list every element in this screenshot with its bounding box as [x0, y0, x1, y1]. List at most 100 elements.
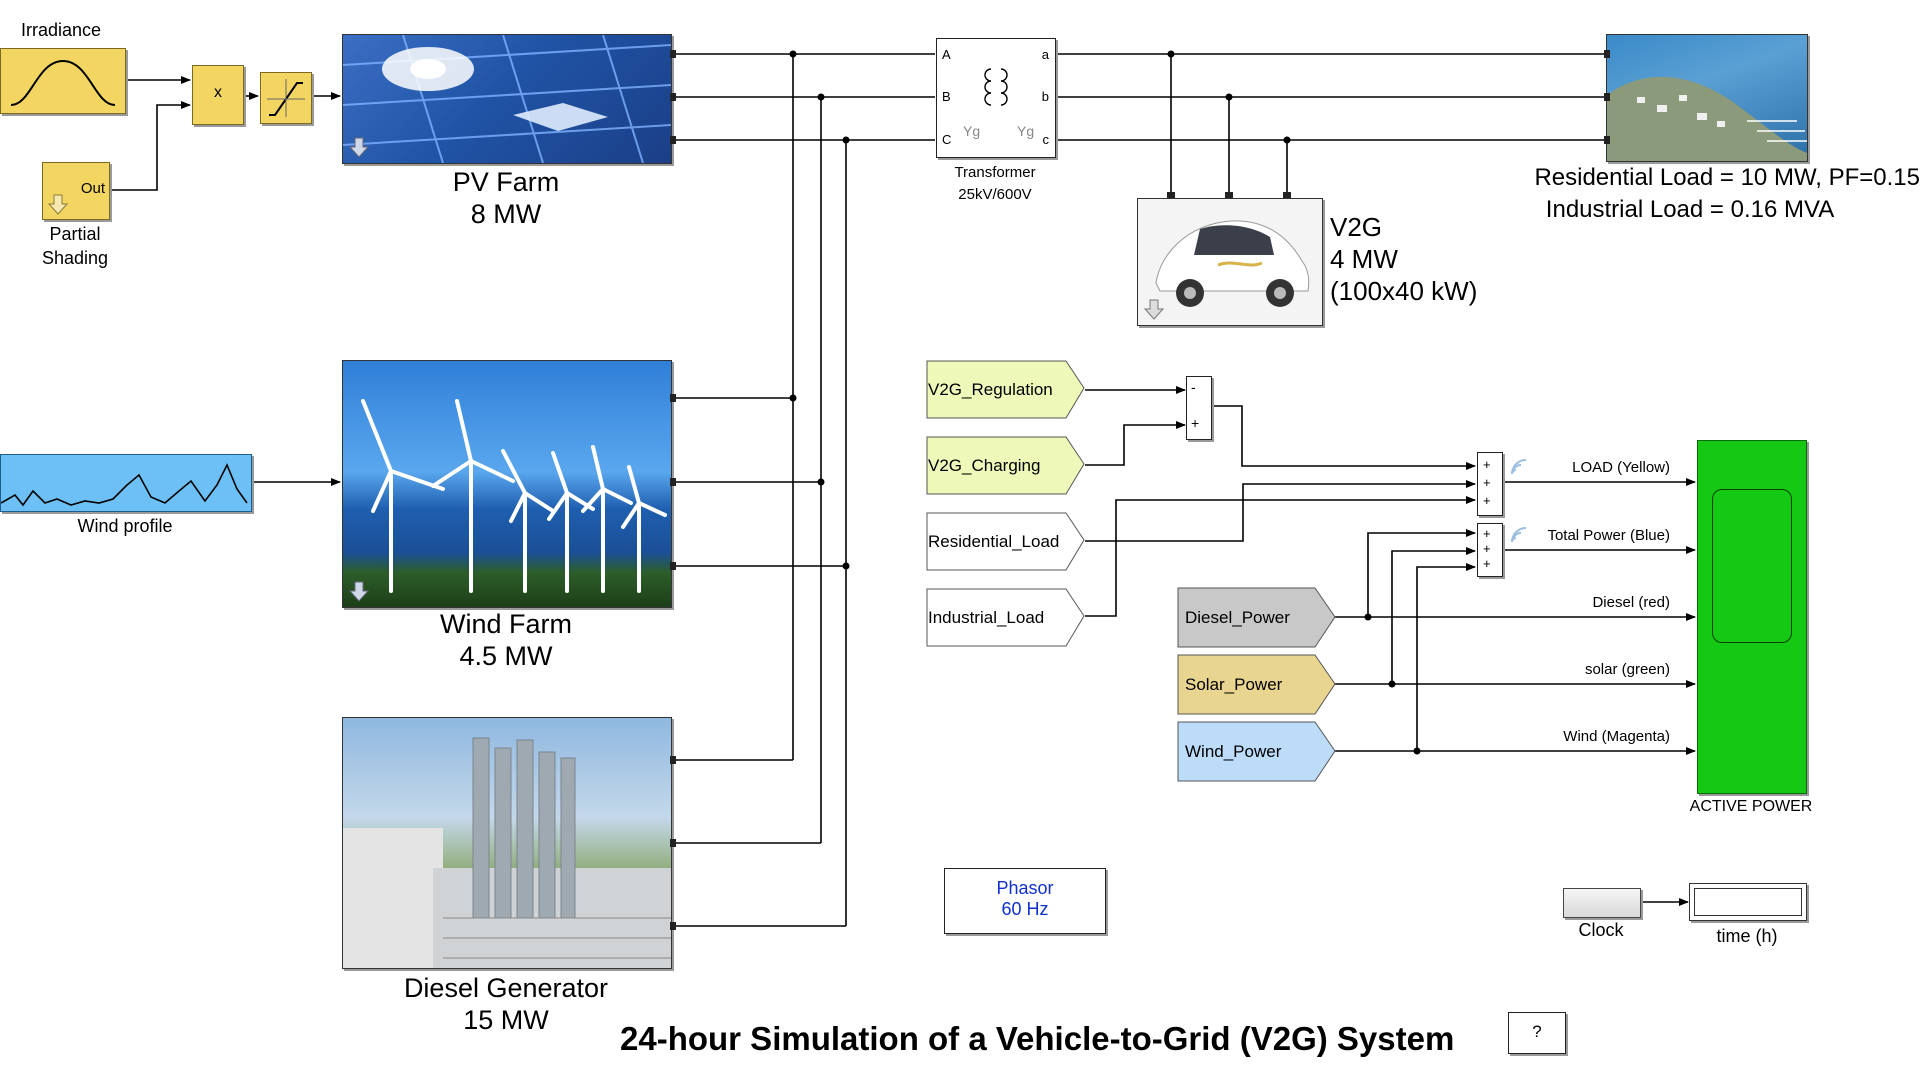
diesel-port-bar — [670, 922, 676, 930]
tag-diesel-power-shape — [1177, 587, 1336, 648]
tag-diesel-power[interactable]: Diesel_Power — [1177, 589, 1337, 649]
wind-farm-rating: 4.5 MW — [459, 641, 553, 671]
pv-port-bar — [670, 93, 676, 101]
transformer-port-B: B — [942, 89, 951, 104]
junction — [842, 136, 850, 144]
transformer-label: Transformer — [954, 164, 1036, 181]
sig-charging — [1085, 421, 1186, 466]
tag-v2g-regulation[interactable]: V2G_Regulation — [926, 362, 1086, 418]
transformer-block[interactable]: A B C a b c Yg Yg — [936, 38, 1056, 158]
junction — [1413, 747, 1421, 755]
tag-wind-power-shape — [1177, 721, 1336, 782]
v2g-port-bar — [1283, 192, 1291, 198]
signal-label-diesel: Diesel (red) — [1592, 594, 1670, 611]
tag-label: V2G_Regulation — [928, 380, 1053, 399]
irradiance-label: Irradiance — [20, 20, 102, 40]
active-power-scope[interactable] — [1697, 440, 1807, 794]
tag-solar-power[interactable]: Solar_Power — [1177, 656, 1337, 716]
arrow-down-icon — [1143, 299, 1165, 320]
junction — [1388, 680, 1396, 688]
tag-label: Solar_Power — [1185, 675, 1283, 694]
sig-solar-to-sum3 — [1391, 547, 1476, 684]
tag-label: V2G_Charging — [928, 456, 1041, 475]
sum-sign: + — [1191, 415, 1200, 431]
time-display-block[interactable] — [1689, 883, 1807, 921]
tag-industrial-load-shape — [926, 588, 1085, 647]
sig-diesel-to-sum3 — [1367, 529, 1476, 617]
clock-label: Clock — [1578, 920, 1624, 940]
help-button[interactable]: ? — [1508, 1012, 1566, 1054]
transformer-port-b: b — [1041, 89, 1049, 104]
signal-label-load: LOAD (Yellow) — [1572, 459, 1670, 476]
tag-label: Wind_Power — [1185, 742, 1282, 761]
partial-shading-block[interactable]: Out — [42, 162, 110, 220]
help-label: ? — [1532, 1022, 1542, 1041]
pv-port-bar — [670, 136, 676, 144]
transformer-port-C: C — [942, 132, 952, 147]
tag-residential-load[interactable]: Residential_Load — [926, 514, 1086, 570]
wind-port-bar — [670, 394, 676, 402]
wind-farm-name: Wind Farm — [439, 609, 572, 639]
diesel-generator-block[interactable] — [342, 717, 672, 969]
sum-block-load[interactable]: + + + — [1477, 452, 1503, 516]
signal-label-wind: Wind (Magenta) — [1563, 728, 1670, 745]
wind-profile-label: Wind profile — [77, 516, 173, 536]
diesel-generator-rating: 15 MW — [463, 1005, 549, 1035]
load-block[interactable] — [1606, 34, 1808, 162]
powergui-phasor-block[interactable]: Phasor 60 Hz — [944, 868, 1106, 934]
sum-sign: - — [1191, 379, 1196, 395]
v2g-label-1: V2G — [1330, 212, 1383, 242]
sig-sum1-out — [1210, 405, 1476, 470]
product-sign: x — [214, 84, 222, 101]
clock-block[interactable] — [1563, 888, 1641, 918]
irradiance-block[interactable] — [0, 48, 126, 114]
signal-label-total-power: Total Power (Blue) — [1547, 527, 1670, 544]
wireless-signal-icon — [1511, 527, 1527, 543]
junction — [789, 50, 797, 58]
saturation-block[interactable] — [260, 72, 312, 124]
wind-profile-block[interactable] — [0, 454, 252, 512]
partial-shading-label-2: Shading — [41, 248, 109, 268]
v2g-block[interactable] — [1137, 198, 1323, 326]
sum-sign: + — [1483, 475, 1491, 490]
load-port-bar — [1604, 50, 1610, 58]
arrow-down-icon — [348, 137, 370, 158]
sum-sign: + — [1483, 541, 1491, 556]
transformer-port-A: A — [942, 47, 951, 62]
sig-residential — [1085, 480, 1476, 542]
load-port-bar — [1604, 93, 1610, 101]
transformer-port-c: c — [1042, 132, 1050, 147]
wind-waveform-icon — [0, 463, 248, 507]
phasor-frequency: 60 Hz — [1001, 899, 1049, 919]
tag-label: Diesel_Power — [1185, 608, 1290, 627]
signal-shading-to-product — [108, 101, 191, 191]
solar-panel-image-icon — [343, 35, 671, 163]
sum-block-total[interactable]: + + + — [1477, 523, 1503, 577]
pv-farm-block[interactable] — [342, 34, 672, 164]
sum-sign: + — [1483, 556, 1491, 571]
v2g-port-bar — [1167, 192, 1175, 198]
wind-port-bar — [670, 478, 676, 486]
pv-farm-rating: 8 MW — [470, 199, 542, 229]
sum-block-regulation[interactable]: - + — [1186, 376, 1212, 440]
sum-sign: + — [1483, 457, 1491, 472]
wind-farm-block[interactable] — [342, 360, 672, 608]
tag-v2g-charging[interactable]: V2G_Charging — [926, 438, 1086, 494]
wireless-signal-icon — [1511, 459, 1527, 475]
tag-v2g-regulation-shape — [926, 360, 1085, 419]
product-block[interactable]: x — [192, 65, 244, 125]
partial-shading-label-1: Partial — [49, 224, 101, 244]
load-port-bar — [1604, 136, 1610, 144]
tag-industrial-load[interactable]: Industrial_Load — [926, 590, 1086, 646]
phasor-label: Phasor — [996, 878, 1054, 898]
tag-v2g-charging-shape — [926, 436, 1085, 495]
electric-car-image-icon — [1155, 220, 1310, 307]
coil-icon — [984, 68, 1008, 106]
pv-port-bar — [670, 50, 676, 58]
junction — [1225, 93, 1233, 101]
diesel-port-bar — [670, 839, 676, 847]
tag-wind-power[interactable]: Wind_Power — [1177, 723, 1337, 783]
industrial-load-label: Industrial Load = 0.16 MVA — [1545, 196, 1835, 223]
time-display-label: time (h) — [1716, 926, 1778, 946]
